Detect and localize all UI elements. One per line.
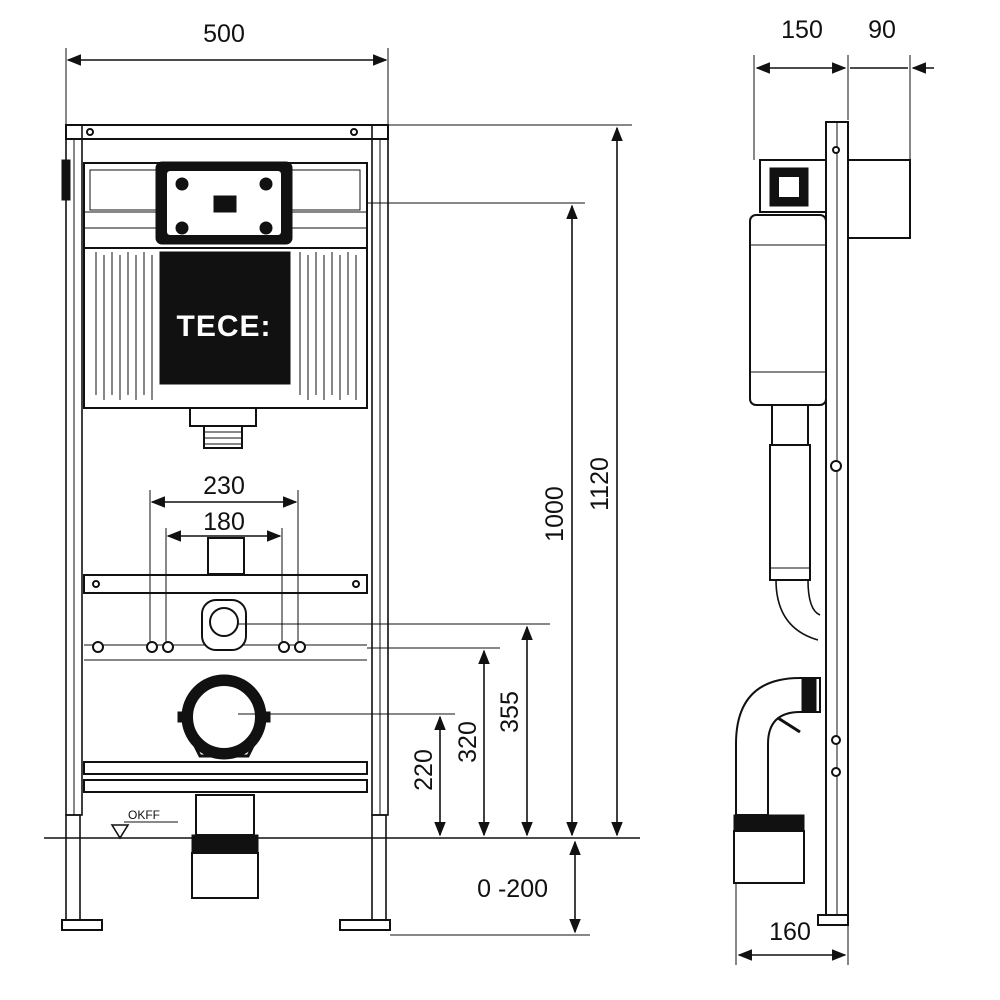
dim-water-connection-height: 320 xyxy=(454,649,490,837)
dim-overall-width: 500 xyxy=(65,20,389,125)
floor-marker-label: OKFF xyxy=(128,808,160,822)
dim-cistern-height: 1000 xyxy=(541,204,578,837)
dim-label-drain-height: 220 xyxy=(410,749,438,791)
dim-outer-spacing: 230 xyxy=(150,472,298,508)
dim-inner-spacing: 180 xyxy=(166,508,282,542)
dim-drain-height: 220 xyxy=(410,715,446,837)
dim-label-water-connection-height: 320 xyxy=(454,721,482,763)
mounting-plate xyxy=(83,490,368,661)
front-view: TECE: xyxy=(44,20,640,936)
cistern: TECE: xyxy=(83,161,368,449)
dim-label-foot-adjust: 0 -200 xyxy=(477,875,548,903)
dim-label-depth-panel: 90 xyxy=(868,16,896,44)
dim-drain-depth: 160 xyxy=(735,883,849,965)
dim-label-cistern-height: 1000 xyxy=(541,486,569,542)
brand-logo: TECE: xyxy=(177,310,272,343)
dim-depth-frame: 150 xyxy=(753,16,911,160)
side-drain-elbow xyxy=(733,677,821,884)
dim-label-total-height: 1120 xyxy=(586,457,614,511)
dim-label-drain-depth: 160 xyxy=(769,918,811,946)
side-view: 150 90 xyxy=(733,16,934,965)
dim-label-connection-height: 355 xyxy=(496,691,524,733)
dim-depth-panel: 90 xyxy=(850,16,934,74)
dim-total-height: 1120 xyxy=(586,126,623,837)
dim-label-overall-width: 500 xyxy=(203,20,245,48)
side-cistern xyxy=(749,159,827,641)
dim-foot-adjust: 0 -200 xyxy=(477,840,581,934)
drain-connection: OKFF xyxy=(83,674,368,899)
dim-label-depth-frame: 150 xyxy=(781,16,823,44)
frame xyxy=(61,124,391,931)
dim-label-outer-spacing: 230 xyxy=(203,472,245,500)
dim-connection-height: 355 xyxy=(496,625,533,837)
cistern-ribs xyxy=(95,252,357,400)
dim-label-inner-spacing: 180 xyxy=(203,508,245,536)
